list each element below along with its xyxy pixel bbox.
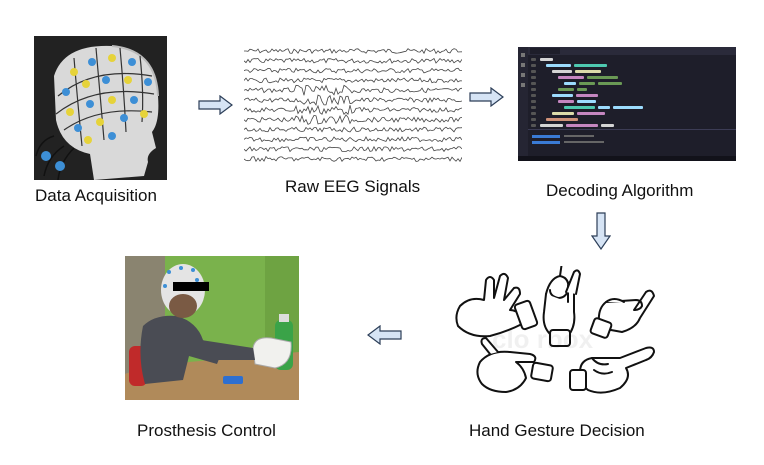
eeg-trace (244, 104, 462, 116)
line-number (531, 70, 536, 73)
eeg-trace (244, 114, 462, 125)
watermark-text: clo rbox (492, 324, 594, 354)
code-token (552, 94, 573, 97)
eeg-trace (244, 155, 462, 163)
code-token (579, 82, 595, 85)
code-token (552, 70, 572, 73)
eeg-trace (244, 126, 462, 133)
caption-decoding-algorithm: Decoding Algorithm (546, 181, 694, 200)
eeg-trace (244, 77, 462, 84)
line-number (531, 94, 536, 97)
caption-prosthesis-control: Prosthesis Control (137, 421, 276, 440)
code-editor-screenshot (518, 47, 736, 161)
code-token (558, 88, 574, 91)
line-number (531, 88, 536, 91)
down-arrow-icon (591, 212, 611, 250)
code-token (546, 64, 571, 67)
caption-data-acquisition: Data Acquisition (35, 186, 157, 205)
code-token (564, 82, 576, 85)
eeg-trace (244, 136, 462, 143)
right-arrow-icon (198, 95, 233, 115)
line-number (531, 106, 536, 109)
eeg-cap-photo (34, 36, 167, 180)
eeg-trace (244, 47, 462, 55)
left-arrow-icon (367, 325, 402, 345)
prosthesis-photo (125, 256, 299, 400)
code-token (598, 106, 610, 109)
code-token (558, 100, 574, 103)
line-number (531, 76, 536, 79)
code-token (574, 64, 607, 67)
code-token (540, 124, 563, 127)
eeg-trace (244, 94, 462, 106)
code-token (601, 124, 614, 127)
caption-hand-gesture-decision: Hand Gesture Decision (469, 421, 645, 440)
code-token (575, 70, 601, 73)
code-token (613, 106, 643, 109)
code-token (558, 76, 584, 79)
code-token (577, 100, 596, 103)
line-number (531, 118, 536, 121)
code-token (552, 112, 574, 115)
code-token (576, 94, 598, 97)
eeg-trace (244, 84, 462, 96)
line-number (531, 82, 536, 85)
hand-gestures: clo rbox (450, 266, 668, 406)
code-token (598, 82, 622, 85)
eeg-trace (244, 145, 462, 153)
eeg-traces (244, 47, 462, 163)
code-token (566, 124, 598, 127)
code-token (577, 88, 587, 91)
code-token (577, 112, 605, 115)
caption-raw-eeg-signals: Raw EEG Signals (285, 177, 421, 196)
line-number (531, 58, 536, 61)
code-token (546, 118, 578, 121)
right-arrow-icon (469, 87, 504, 107)
line-number (531, 64, 536, 67)
code-token (564, 106, 595, 109)
code-token (540, 58, 553, 61)
code-token (587, 76, 618, 79)
eeg-trace (244, 67, 462, 74)
line-number (531, 112, 536, 115)
line-number (531, 100, 536, 103)
line-number (531, 124, 536, 127)
eeg-trace (244, 57, 462, 64)
